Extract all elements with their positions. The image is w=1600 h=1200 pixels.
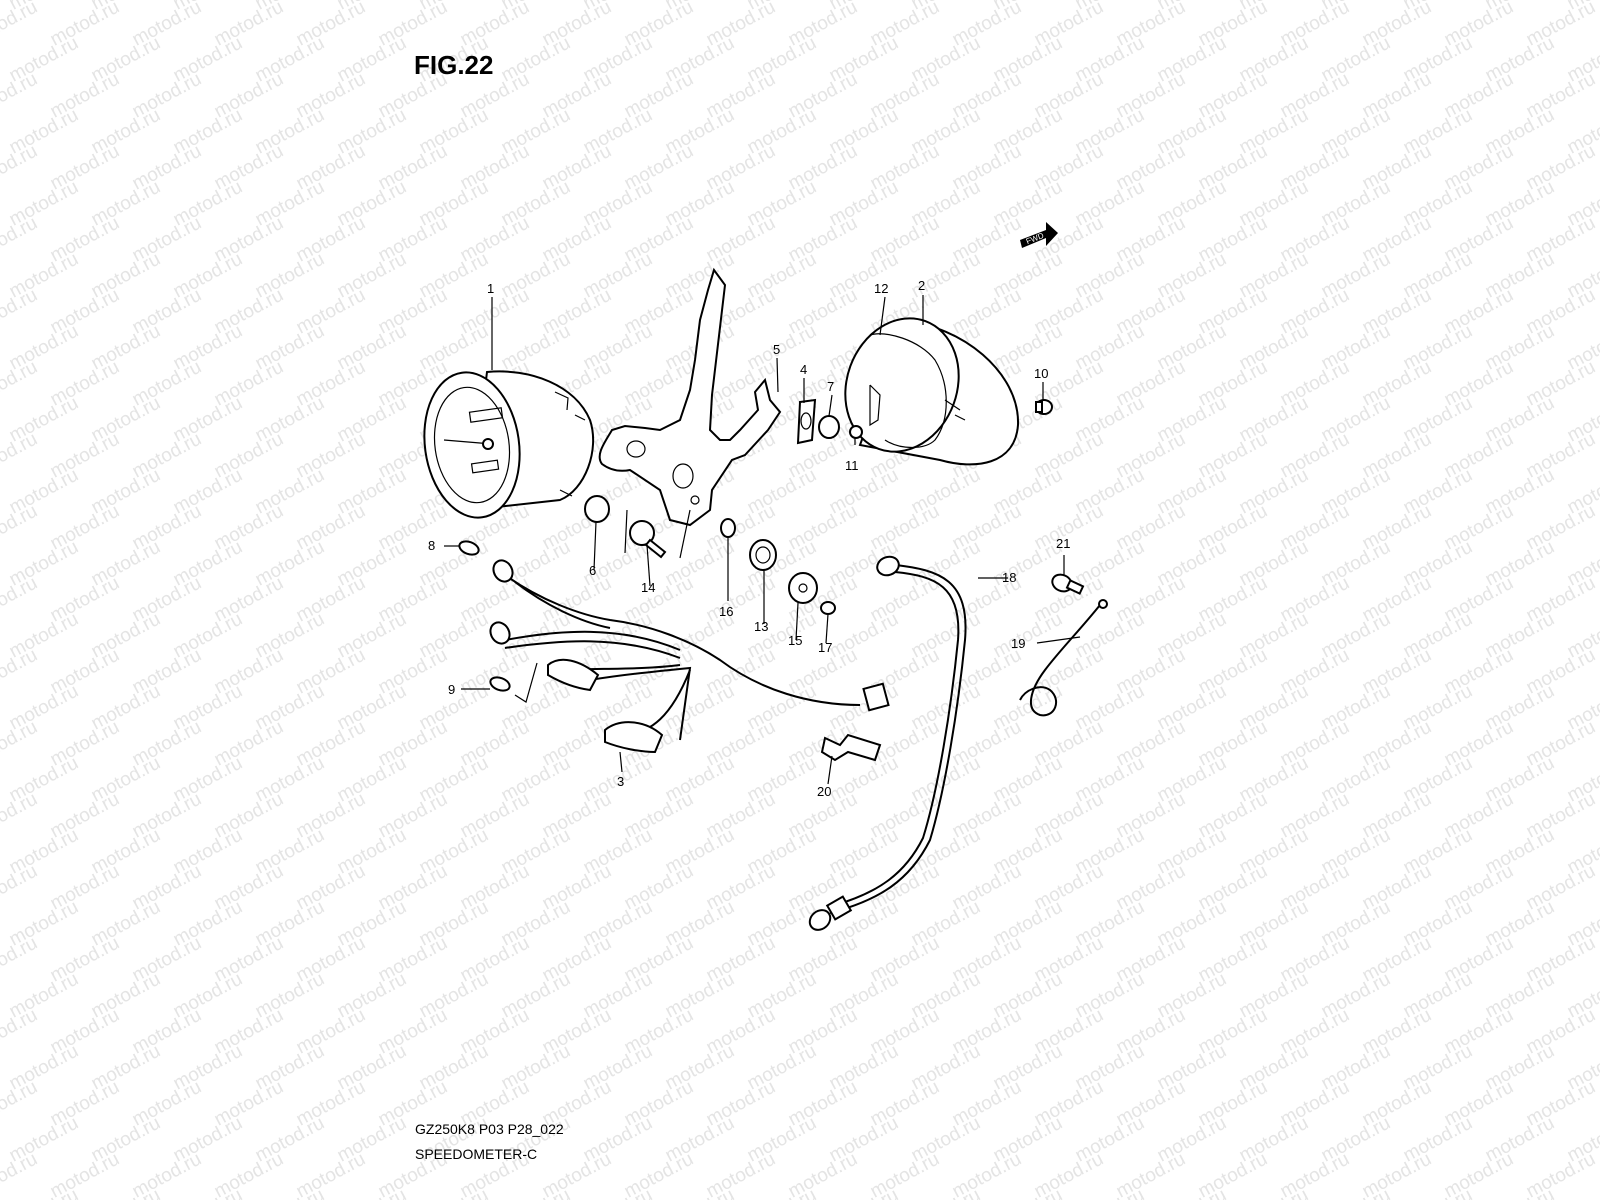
watermark-text: motod.ru: [334, 1185, 410, 1200]
callout-5: 5: [773, 342, 780, 357]
bulb-16: [720, 518, 736, 538]
watermark-text: motod.ru: [0, 573, 41, 627]
callout-18: 18: [1002, 570, 1016, 585]
speedometer-cable: [808, 555, 967, 931]
watermark-text: motod.ru: [416, 1185, 492, 1200]
watermark-text: motod.ru: [0, 213, 41, 267]
callout-13: 13: [754, 619, 768, 634]
figure-title: FIG.22: [414, 50, 494, 80]
watermark-text: motod.ru: [1482, 1185, 1558, 1200]
callout-labels: 1 2 3 4 5 6 7 8 9 10 11 12 13 14 15 16 1…: [428, 278, 1070, 799]
callout-9: 9: [448, 682, 455, 697]
watermark-text: motod.ru: [0, 861, 41, 915]
watermark-text: motod.ru: [88, 1185, 164, 1200]
watermark-text: motod.ru: [170, 1185, 246, 1200]
watermark-text: motod.ru: [1564, 1185, 1600, 1200]
callout-21: 21: [1056, 536, 1070, 551]
washer-7: [818, 415, 840, 439]
watermark-text: motod.ru: [252, 1185, 328, 1200]
callout-10: 10: [1034, 366, 1048, 381]
footer-name: SPEEDOMETER-C: [415, 1146, 538, 1162]
screw-10: [1035, 399, 1053, 415]
callout-7: 7: [827, 379, 834, 394]
callout-16: 16: [719, 604, 733, 619]
spring-19: [1019, 599, 1108, 717]
callout-1: 1: [487, 281, 494, 296]
bolt-14: [629, 520, 667, 559]
nut-17: [820, 601, 836, 615]
callout-11: 11: [845, 458, 859, 473]
watermark-text: motod.ru: [0, 501, 41, 555]
watermark-text: motod.ru: [826, 1185, 902, 1200]
watermark-text: motod.ru: [744, 1185, 820, 1200]
meter-case: [844, 317, 1020, 466]
watermark-text: motod.ru: [1072, 1185, 1148, 1200]
callout-12: 12: [874, 281, 888, 296]
leader-lines: [444, 295, 1081, 785]
bulb-9: [489, 676, 511, 692]
watermark-text: motod.ru: [0, 789, 41, 843]
clamp-20: [820, 733, 882, 762]
watermark-text: motod.ru: [0, 1077, 41, 1131]
watermark-text: motod.ru: [1318, 1185, 1394, 1200]
callout-2: 2: [918, 278, 925, 293]
grommet-4: [796, 398, 817, 445]
callout-17: 17: [818, 640, 832, 655]
screw-21: [1051, 573, 1085, 595]
watermark-text: motod.ru: [990, 1185, 1066, 1200]
nut-11: [849, 425, 863, 439]
watermark-text: motod.ru: [1400, 1185, 1476, 1200]
wiring-harness: [489, 559, 890, 754]
watermark-text: motod.ru: [0, 285, 41, 339]
washer-15: [788, 572, 818, 604]
watermark-text: motod.ru: [1236, 1185, 1312, 1200]
watermark-text: motod.ru: [0, 429, 41, 483]
watermark-text: motod.ru: [662, 1185, 738, 1200]
watermark-text: motod.ru: [0, 1005, 41, 1059]
watermark-text: motod.ru: [1154, 1185, 1230, 1200]
callout-19: 19: [1011, 636, 1025, 651]
callout-3: 3: [617, 774, 624, 789]
callout-20: 20: [817, 784, 831, 799]
socket-13: [749, 539, 777, 571]
callout-15: 15: [788, 633, 802, 648]
meter-bracket: [598, 267, 782, 527]
watermark-text: motod.ru: [6, 1185, 82, 1200]
watermark-text: motod.ru: [0, 1149, 41, 1200]
bulb-8: [458, 540, 480, 556]
watermark-text: motod.ru: [0, 645, 41, 699]
cushion-6: [584, 495, 610, 523]
callout-14: 14: [641, 580, 655, 595]
footer-code: GZ250K8 P03 P28_022: [415, 1121, 564, 1137]
watermark-text: motod.ru: [498, 1185, 574, 1200]
callout-8: 8: [428, 538, 435, 553]
watermark-text: motod.ru: [0, 357, 41, 411]
watermark-text: motod.ru: [908, 1185, 984, 1200]
callout-4: 4: [800, 362, 807, 377]
watermark-text: motod.ru: [580, 1185, 656, 1200]
watermark-text: motod.ru: [0, 0, 41, 50]
watermark-text: motod.ru: [0, 69, 41, 123]
callout-6: 6: [589, 563, 596, 578]
speedometer-assembly: [423, 370, 595, 519]
watermark-text: motod.ru: [0, 933, 41, 987]
watermark-text: motod.ru: [0, 717, 41, 771]
watermark-text: motod.ru: [0, 141, 41, 195]
